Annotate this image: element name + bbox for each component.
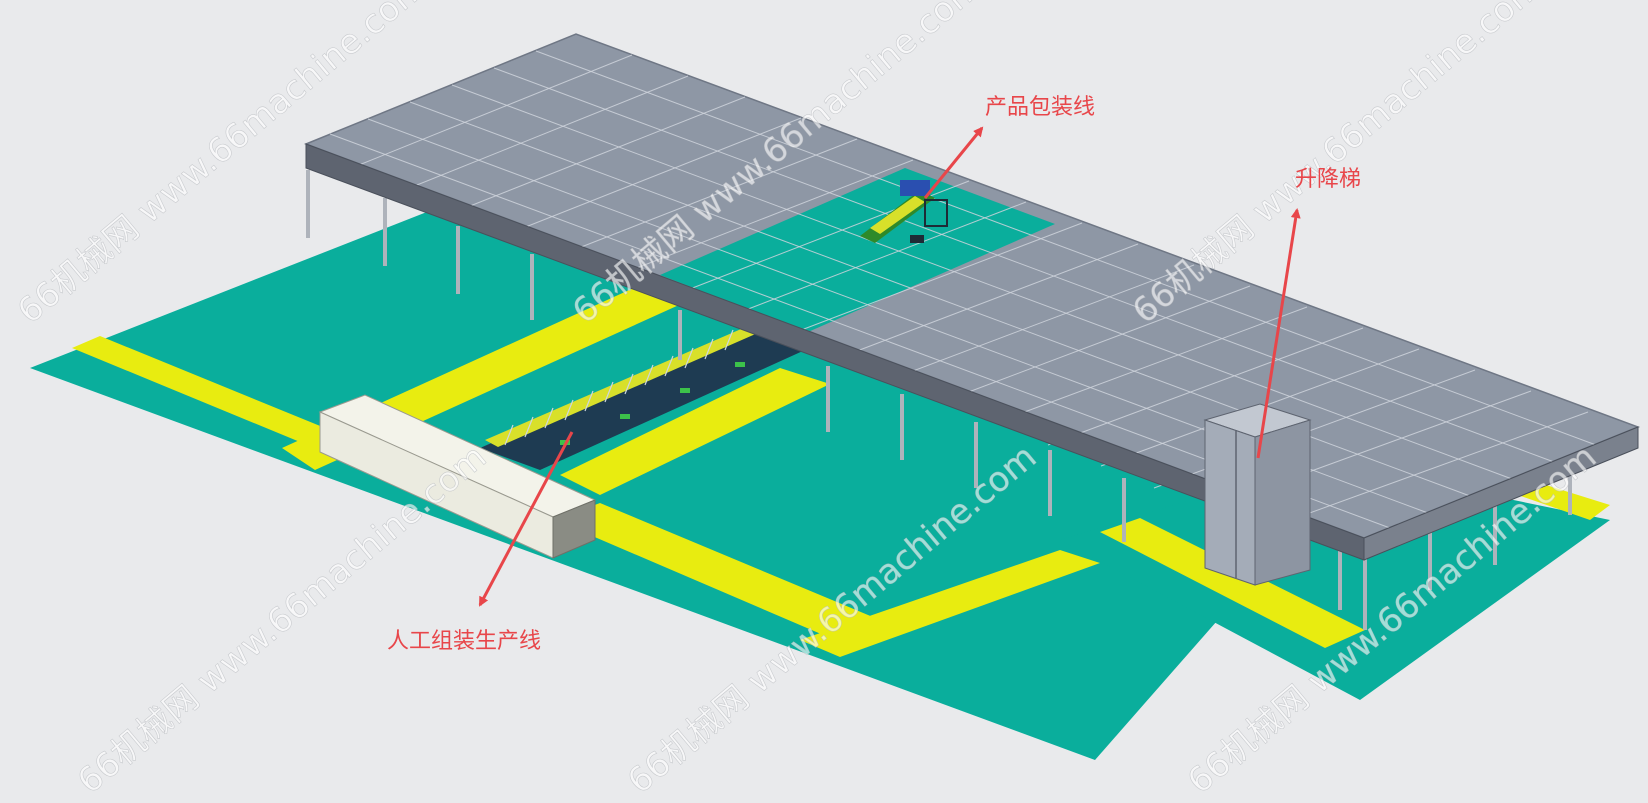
walkway-far-right	[1515, 480, 1610, 520]
mezzanine-platform	[303, 33, 1641, 561]
watermark-text: 66机械网 www.66machine.com	[1125, 0, 1549, 332]
walkway-cross	[800, 550, 1100, 657]
walkway-diagonal-mid	[560, 368, 830, 495]
assembly-line-base	[480, 330, 805, 470]
walkway-lower	[555, 503, 880, 640]
packaging-frame	[924, 199, 948, 227]
callout-arrows	[478, 126, 1301, 607]
elevator-side	[1254, 419, 1311, 586]
floor-slab-right	[1060, 460, 1610, 700]
walkway-left-lower	[72, 336, 330, 442]
workstations	[504, 329, 734, 446]
elevator-front	[1204, 419, 1256, 586]
mezzanine-columns	[306, 170, 1572, 630]
elevator-arrow	[1256, 208, 1301, 459]
assembly-line-label: 人工组装生产线	[387, 629, 541, 654]
mezzanine-railing-side	[1363, 426, 1639, 561]
ground-floor	[30, 195, 1610, 760]
packaging-conveyor-top	[870, 196, 925, 234]
floor-slab	[30, 195, 1360, 760]
walkway-right	[1100, 518, 1365, 648]
mezzanine-open-area	[660, 168, 1055, 332]
packaging-machine	[900, 180, 930, 196]
assembly-line-rail	[485, 326, 760, 447]
enclosure-box	[318, 394, 597, 559]
elevator-label: 升降梯	[1295, 167, 1361, 192]
elevator-structure	[1203, 403, 1312, 586]
assembly-line-arrow	[478, 431, 574, 607]
packaging-pallet	[910, 235, 924, 243]
packaging-line-equipment	[860, 180, 948, 243]
packaging-line-label: 产品包装线	[985, 95, 1095, 120]
packaging-line-arrow	[923, 126, 984, 199]
watermark-text: 66机械网 www.66machine.com	[70, 437, 494, 802]
enclosure-side	[552, 499, 596, 559]
assembly-line-equipment	[480, 326, 805, 470]
